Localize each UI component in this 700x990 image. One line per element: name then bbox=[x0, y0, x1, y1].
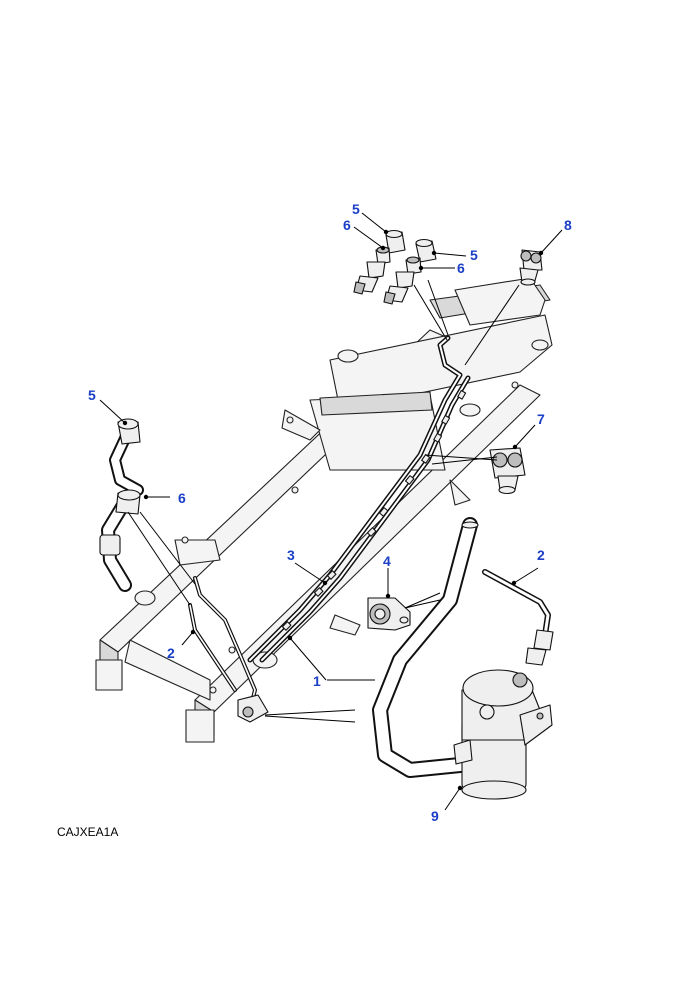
filter-hoses bbox=[372, 517, 554, 778]
fuel-pipe-assembly bbox=[188, 335, 471, 723]
callout-3: 3 bbox=[287, 547, 295, 563]
leader-dots bbox=[122, 229, 544, 791]
callout-2-right: 2 bbox=[537, 547, 545, 563]
callout-6-left: 6 bbox=[178, 490, 186, 506]
grommet-4 bbox=[367, 597, 411, 631]
callout-6-right: 6 bbox=[457, 260, 465, 276]
hose-left-5 bbox=[109, 418, 144, 496]
callout-5-right: 5 bbox=[470, 247, 478, 263]
callout-9: 9 bbox=[431, 808, 439, 824]
callout-7: 7 bbox=[537, 411, 545, 427]
callout-2-left: 2 bbox=[167, 645, 175, 661]
hose-left-6 bbox=[99, 489, 141, 592]
callout-6-top: 6 bbox=[343, 217, 351, 233]
callout-5-top: 5 bbox=[352, 201, 360, 217]
fuel-filter-9 bbox=[453, 669, 553, 800]
leader-lines bbox=[99, 212, 563, 811]
top-fittings bbox=[353, 229, 437, 305]
clip-7 bbox=[489, 447, 526, 495]
clip-8 bbox=[519, 249, 543, 286]
figure-reference-code: CAJXEA1A bbox=[57, 825, 119, 839]
callout-8: 8 bbox=[564, 217, 572, 233]
callout-labels: 5 6 5 6 8 5 7 6 3 4 2 2 1 9 bbox=[88, 201, 572, 824]
callout-5-left: 5 bbox=[88, 387, 96, 403]
callout-1: 1 bbox=[313, 673, 321, 689]
callout-4: 4 bbox=[383, 553, 391, 569]
